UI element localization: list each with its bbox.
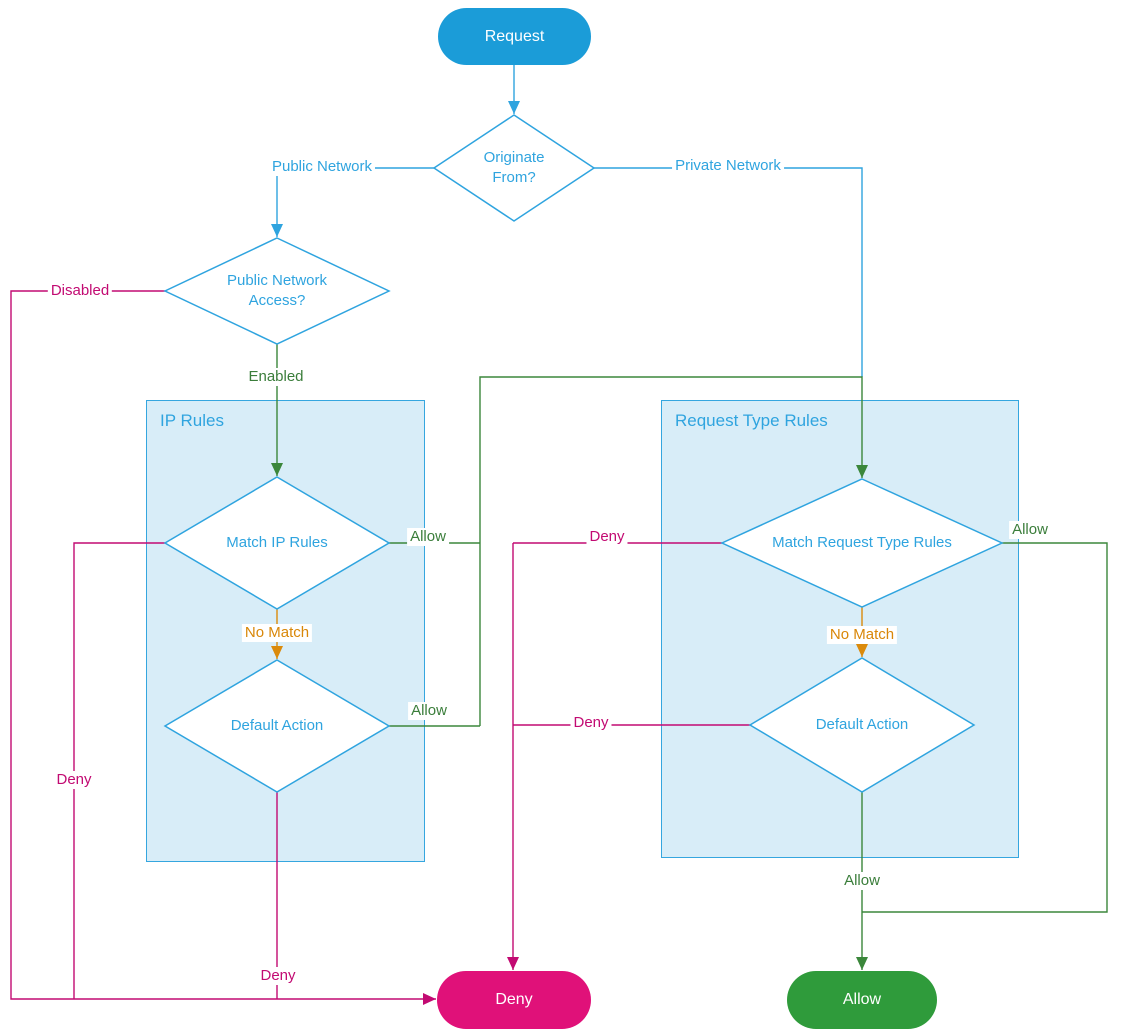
edge-label-ip-no-match: No Match bbox=[241, 624, 313, 642]
allow-terminal-label: Allow bbox=[842, 991, 882, 1008]
edge-private-network bbox=[594, 167, 863, 377]
edge-ip-match-deny-stub bbox=[73, 542, 165, 999]
match-request-type-rules-decision-shape bbox=[720, 478, 1004, 608]
edge-label-disabled: Disabled bbox=[47, 282, 113, 300]
group-request-type-rules: Request Type Rules bbox=[661, 400, 1019, 858]
default-action-request-type-decision-shape bbox=[748, 657, 976, 793]
request-terminal-label: Request bbox=[484, 27, 545, 45]
edge-label-public-network: Public Network bbox=[268, 158, 376, 176]
request-terminal: Request bbox=[438, 8, 591, 65]
edge-label-ip-default-allow: Allow bbox=[408, 702, 450, 720]
edge-label-rt-default-deny: Deny bbox=[570, 714, 612, 732]
originate-from-decision-shape bbox=[432, 114, 596, 222]
edge-label-ip-match-deny: Deny bbox=[53, 771, 95, 789]
deny-terminal-label: Deny bbox=[495, 991, 533, 1008]
edge-allow-to-request-type-rules bbox=[479, 376, 868, 726]
edge-public-network bbox=[271, 167, 434, 237]
edge-label-private-network: Private Network bbox=[672, 157, 784, 175]
edge-label-enabled: Enabled bbox=[245, 368, 307, 386]
edge-label-rt-match-allow: Allow bbox=[1009, 521, 1051, 539]
edge-label-ip-default-deny: Deny bbox=[257, 967, 299, 985]
match-ip-rules-decision-shape bbox=[163, 476, 391, 610]
public-network-access-decision-shape bbox=[163, 237, 391, 345]
edge-label-ip-match-allow: Allow bbox=[407, 528, 449, 546]
edge-disabled-to-deny bbox=[10, 290, 436, 1005]
edge-label-rt-no-match: No Match bbox=[826, 626, 898, 644]
edge-label-rt-match-deny: Deny bbox=[586, 528, 628, 546]
allow-terminal: Allow bbox=[787, 971, 937, 1029]
default-action-ip-decision-shape bbox=[163, 659, 391, 793]
edge-rt-match-allow bbox=[862, 542, 1108, 913]
group-request-type-rules-label: Request Type Rules bbox=[675, 411, 828, 430]
group-ip-rules-label: IP Rules bbox=[160, 411, 224, 430]
edge-label-rt-default-allow: Allow bbox=[841, 872, 883, 890]
deny-terminal: Deny bbox=[437, 971, 591, 1029]
